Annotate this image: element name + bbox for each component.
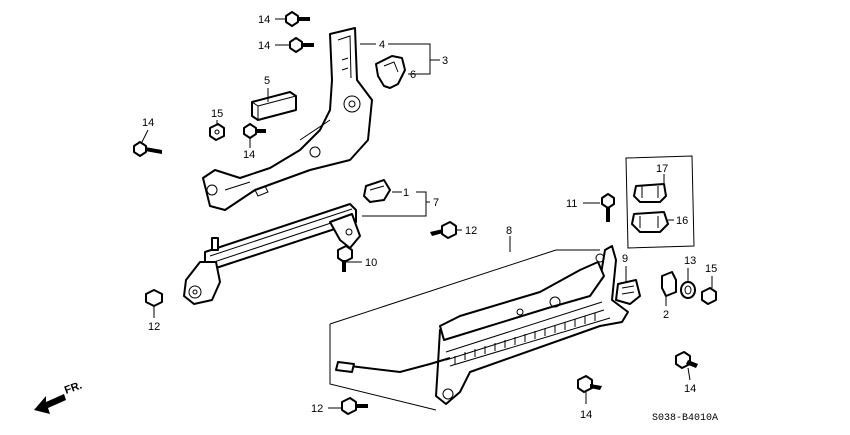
- callout-17: 17: [656, 163, 668, 175]
- callout-9: 9: [622, 253, 628, 265]
- callout-14: 14: [142, 117, 154, 129]
- callout-5: 5: [264, 75, 270, 87]
- callout-12: 12: [311, 403, 323, 415]
- callout-12: 12: [148, 321, 160, 333]
- callout-14: 14: [243, 149, 255, 161]
- callout-6: 6: [410, 69, 416, 81]
- cushion-pad: [251, 91, 297, 121]
- bolt-14-right: [675, 351, 698, 369]
- recliner-cover: [375, 55, 406, 89]
- callout-10: 10: [365, 257, 377, 269]
- callout-14: 14: [258, 40, 270, 52]
- callout-8: 8: [506, 225, 512, 237]
- bolt-12-rail: [430, 221, 457, 239]
- callout-11: 11: [566, 198, 577, 210]
- callout-12: 12: [465, 225, 477, 237]
- bolt-10: [337, 245, 353, 272]
- callout-14: 14: [580, 409, 592, 421]
- bolt-top-2: [289, 37, 314, 53]
- bolt-mid-14: [243, 123, 266, 139]
- clip-set-box: [625, 155, 695, 249]
- direction-label: FR.: [63, 379, 84, 396]
- callout-2: 2: [663, 309, 669, 321]
- bolt-12-bottom: [341, 397, 368, 415]
- diagram-code: S038-B4010A: [652, 413, 718, 424]
- callout-4: 4: [379, 39, 385, 51]
- bolt-14-bottom: [577, 375, 602, 393]
- nut-15-left: [209, 123, 225, 141]
- callout-14: 14: [258, 14, 270, 26]
- washer: [680, 281, 696, 299]
- rack-teeth: [454, 313, 596, 364]
- callout-15: 15: [211, 108, 223, 120]
- adjuster-clip: [615, 279, 641, 305]
- callout-7: 7: [433, 197, 439, 209]
- callout-13: 13: [684, 255, 696, 267]
- callout-3: 3: [442, 55, 448, 67]
- rail-clip: [363, 179, 391, 203]
- collar: [661, 271, 677, 297]
- right-seat-adjuster: [335, 245, 629, 405]
- callout-15: 15: [705, 263, 717, 275]
- left-seat-rail: [183, 203, 361, 305]
- callout-14: 14: [684, 383, 696, 395]
- callout-1: 1: [403, 187, 409, 199]
- bolt-left-14: [133, 141, 162, 157]
- recliner-bracket: [202, 27, 373, 211]
- bolt-11: [601, 193, 615, 222]
- callout-labels: 14 14 4 3 6 5 15 14 14 1 7 12 10 12 8 11…: [142, 14, 717, 421]
- leader-lines: [141, 18, 713, 411]
- callout-16: 16: [676, 215, 688, 227]
- front-direction-arrow: FR.: [34, 379, 84, 414]
- bolt-12-left: [145, 289, 163, 307]
- nut-right: [701, 287, 717, 305]
- bolt-top-1: [285, 11, 310, 27]
